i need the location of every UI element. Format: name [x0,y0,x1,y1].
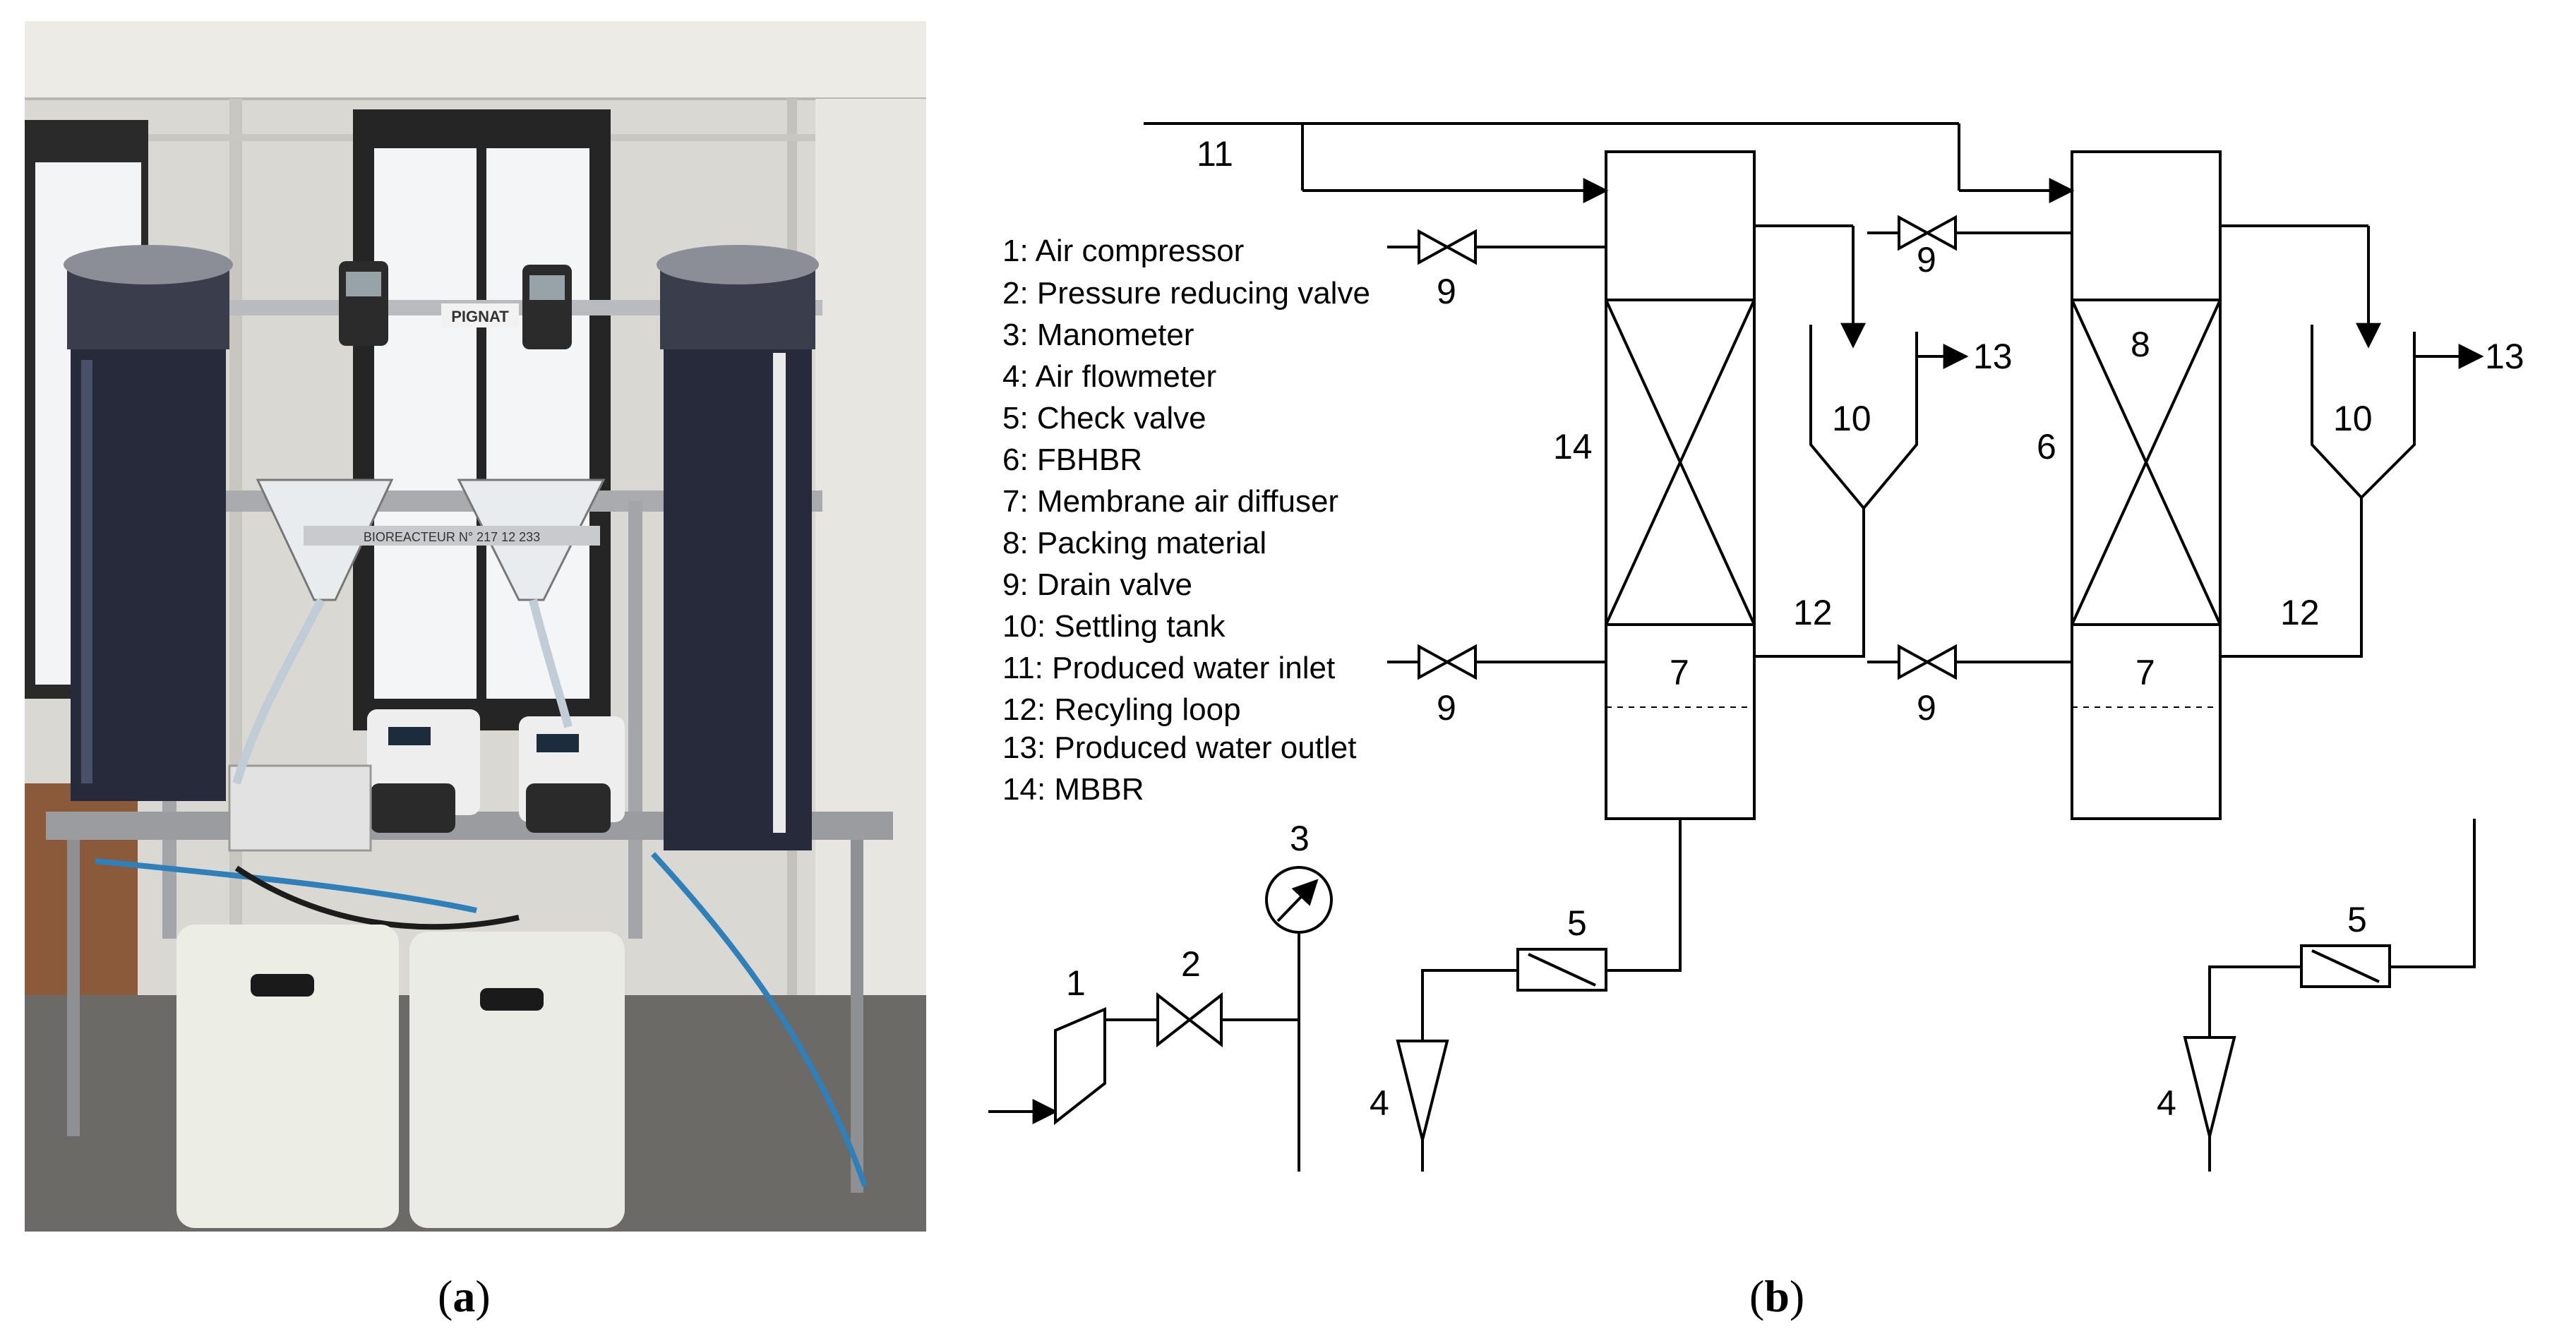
caption-b: (b) [1749,1271,1805,1321]
drain-valve-bottom-1: 9 [1387,644,1606,728]
air-supply: 1 2 3 4 5 4 5 [988,819,2476,1172]
pressure-reducing-valve [1156,992,1192,1048]
legend-item: 4: Air flowmeter [1002,359,1216,394]
photo-jerrycan-right [409,932,625,1228]
label-drain-valve: 9 [1917,688,1936,728]
photo-controller [228,764,372,852]
label-check-valve: 5 [1567,903,1587,943]
reactor-fbhbr: 6 8 7 [2037,150,2222,820]
label-outlet: 13 [2485,337,2524,376]
label-manometer: 3 [1290,819,1310,858]
label-outlet: 13 [1973,337,2013,376]
legend-item: 6: FBHBR [1002,443,1142,477]
photo-reactor-right [664,265,812,850]
label-inlet: 11 [1197,134,1233,174]
legend-item: 10: Settling tank [1002,609,1226,644]
legend: 1: Air compressor 2: Pressure reducing v… [1002,234,1370,807]
legend-item: 1: Air compressor [1002,234,1244,268]
legend-item: 2: Pressure reducing valve [1002,276,1370,311]
label-settling-tank: 10 [1832,399,1871,438]
label-drain-valve: 9 [1917,240,1936,279]
caption-a-letter: a [453,1271,476,1321]
photo-brand-label: PIGNAT [451,308,509,325]
label-pressure-reducing-valve: 2 [1181,944,1201,984]
legend-item: 9: Drain valve [1002,567,1192,602]
inlet-line: 11 [1144,122,2075,203]
label-check-valve: 5 [2347,900,2367,939]
legend-item: 5: Check valve [1002,401,1206,435]
legend-item: 8: Packing material [1002,526,1266,560]
label-air-flowmeter: 4 [1370,1083,1389,1123]
drain-valve-top-2: 9 [1867,215,2072,279]
photo-reactor-left [71,265,226,801]
photo-jerrycan-left [176,925,399,1228]
air-compressor [1054,1006,1106,1126]
label-mbbr: 14 [1553,427,1593,467]
label-diffuser: 7 [2135,653,2155,692]
label-diffuser: 7 [1670,653,1689,692]
label-recycling-loop: 12 [1793,593,1833,632]
label-air-compressor: 1 [1066,963,1086,1003]
caption-b-letter: b [1764,1271,1790,1321]
legend-item: 11: Produced water inlet [1002,651,1335,685]
settling-tank-2: 13 10 12 [2220,224,2524,658]
label-recycling-loop: 12 [2280,593,2320,632]
photo-plate-label: BIOREACTEUR N° 217 12 233 [364,530,540,544]
label-drain-valve: 9 [1437,688,1456,728]
caption-a: (a) [438,1271,491,1321]
photo-tubing [232,598,325,785]
settling-tank-1: 13 10 12 [1754,224,2013,658]
reactor-mbbr: 14 7 [1553,150,1756,820]
label-fbhbr: 6 [2037,427,2056,467]
label-air-flowmeter: 4 [2157,1083,2176,1123]
legend-item: 3: Manometer [1002,318,1194,352]
air-flowmeter [2183,1036,2236,1137]
legend-item: 7: Membrane air diffuser [1002,484,1338,519]
label-drain-valve: 9 [1437,272,1456,311]
photo-ceiling [25,21,926,99]
legend-item: 13: Produced water outlet [1002,730,1356,765]
label-packing: 8 [2131,325,2150,364]
drain-valve-bottom-2: 9 [1867,644,2072,728]
process-schematic: 1: Air compressor 2: Pressure reducing v… [988,122,2524,1172]
air-flowmeter [1396,1040,1449,1141]
label-settling-tank: 10 [2333,399,2373,438]
setup-photo: PIGNAT BIOREACTEUR N° 217 12 233 [25,21,926,1232]
legend-item: 12: Recyling loop [1002,692,1241,727]
drain-valve-top-1: 9 [1387,229,1606,311]
legend-item: 14: MBBR [1002,772,1144,807]
